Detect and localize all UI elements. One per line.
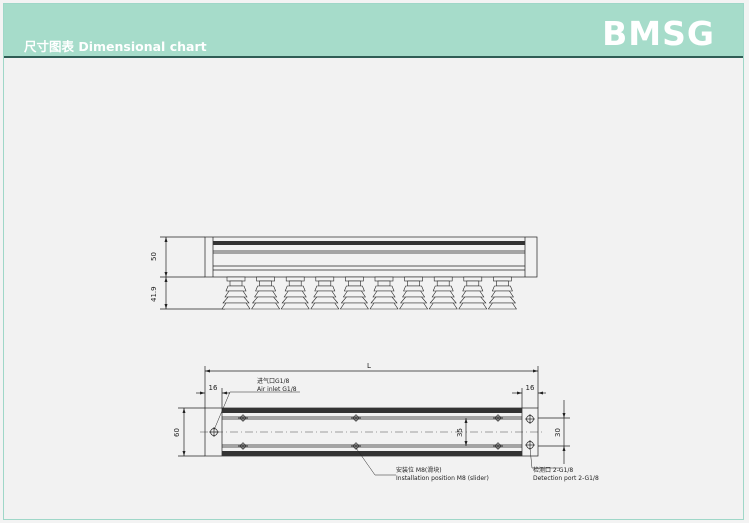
top-view — [178, 366, 570, 476]
suction-cup — [369, 276, 399, 310]
suction-cup — [310, 276, 340, 310]
detect-label-cn: 检测口 2-G1/8 — [533, 466, 573, 474]
dim-cup-41-9: 41.9 — [150, 286, 158, 302]
detection-port-top — [525, 414, 535, 424]
suction-cup — [487, 276, 517, 310]
dim-right-16: 16 — [526, 384, 535, 392]
air-inlet-label-cn: 进气口G1/8 — [257, 377, 289, 385]
install-label-en: Installation position M8 (slider) — [396, 475, 489, 482]
air-inlet-label-en: Air inlet G1/8 — [257, 386, 297, 393]
dim-width-60: 60 — [173, 428, 181, 437]
model-code: BMSG — [602, 14, 715, 53]
page-title: 尺寸图表 Dimensional chart — [24, 39, 207, 54]
suction-cup — [221, 276, 251, 310]
chart-frame — [3, 3, 744, 520]
detect-label-en: Detection port 2-G1/8 — [533, 475, 599, 482]
suction-cup — [339, 276, 369, 310]
manifold-body — [204, 236, 538, 278]
header-divider — [4, 56, 743, 58]
dim-height-50: 50 — [150, 252, 158, 261]
header-bar: 尺寸图表 Dimensional chart BMSG — [4, 4, 743, 56]
suction-cup — [280, 276, 310, 310]
suction-cup — [428, 276, 458, 310]
slider-mount — [493, 442, 503, 450]
slider-mount — [351, 442, 361, 450]
suction-cup — [458, 276, 488, 310]
slider-mount — [351, 414, 361, 422]
suction-cups — [221, 276, 517, 310]
slider-mount — [238, 442, 248, 450]
slider-mount — [238, 414, 248, 422]
air-inlet-port — [209, 427, 219, 437]
dim-length-l: L — [367, 362, 371, 370]
dim-rail-35: 35 — [456, 428, 464, 437]
dim-left-16: 16 — [209, 384, 218, 392]
suction-cup — [399, 276, 429, 310]
slider-mount — [493, 414, 503, 422]
suction-cup — [251, 276, 281, 310]
dim-port-30: 30 — [554, 428, 562, 437]
mounting-sliders — [238, 414, 503, 450]
install-label-cn: 安装位 M8(滑块) — [396, 466, 442, 474]
side-view — [160, 236, 538, 310]
